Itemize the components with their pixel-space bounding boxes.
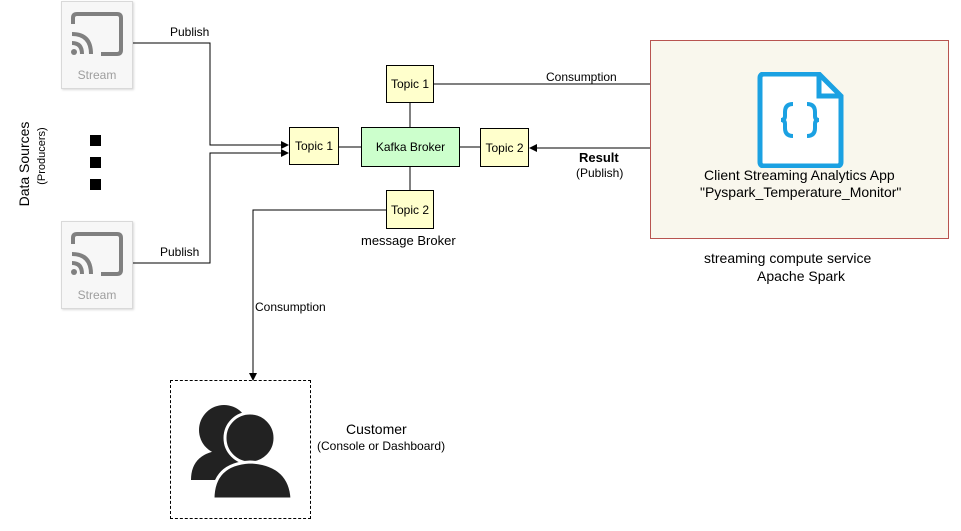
cast-icon bbox=[71, 12, 123, 56]
spark-service-name: Apache Spark bbox=[757, 268, 845, 284]
customer-subtitle: (Console or Dashboard) bbox=[317, 439, 446, 453]
stream-source-bottom[interactable]: Stream bbox=[61, 221, 133, 309]
customer-box[interactable] bbox=[170, 380, 311, 519]
ellipsis-dot bbox=[90, 135, 101, 146]
data-sources-subtitle-wrap: (Producers) bbox=[36, 96, 50, 216]
app-title: Client Streaming Analytics App bbox=[704, 167, 895, 183]
publish-top-label: Publish bbox=[170, 25, 210, 39]
result-label: Result bbox=[579, 150, 619, 165]
data-sources-title: Data Sources bbox=[16, 121, 32, 207]
message-broker-caption: message Broker bbox=[361, 233, 456, 248]
consumption-top-label: Consumption bbox=[546, 70, 617, 84]
spark-service-caption: streaming compute service bbox=[704, 250, 872, 266]
consumption-bottom-arrow bbox=[249, 209, 386, 381]
topic-2-bottom[interactable]: Topic 2 bbox=[386, 190, 434, 229]
cast-icon bbox=[71, 232, 123, 276]
publish-bottom-label: Publish bbox=[160, 245, 200, 259]
stream-label: Stream bbox=[77, 288, 117, 302]
data-sources-subtitle: (Producers) bbox=[36, 127, 48, 185]
publish-bottom-arrow bbox=[133, 149, 289, 264]
topic-1-left[interactable]: Topic 1 bbox=[289, 127, 339, 165]
app-name: "Pyspark_Temperature_Monitor" bbox=[700, 184, 902, 200]
data-sources-label: Data Sources bbox=[16, 99, 37, 229]
topic-2-right[interactable]: Topic 2 bbox=[480, 128, 529, 167]
topic-1-top[interactable]: Topic 1 bbox=[386, 65, 434, 103]
customer-title: Customer bbox=[346, 421, 407, 437]
users-icon bbox=[191, 405, 293, 500]
result-sub-label: (Publish) bbox=[576, 166, 624, 180]
ellipsis-dot bbox=[90, 157, 101, 168]
code-file-icon bbox=[757, 72, 844, 168]
stream-source-top[interactable]: Stream bbox=[61, 1, 133, 89]
kafka-broker[interactable]: Kafka Broker bbox=[361, 127, 460, 167]
publish-top-arrow bbox=[133, 42, 289, 149]
stream-label: Stream bbox=[77, 68, 117, 82]
consumption-bottom-label: Consumption bbox=[255, 300, 326, 314]
ellipsis-dot bbox=[90, 179, 101, 190]
